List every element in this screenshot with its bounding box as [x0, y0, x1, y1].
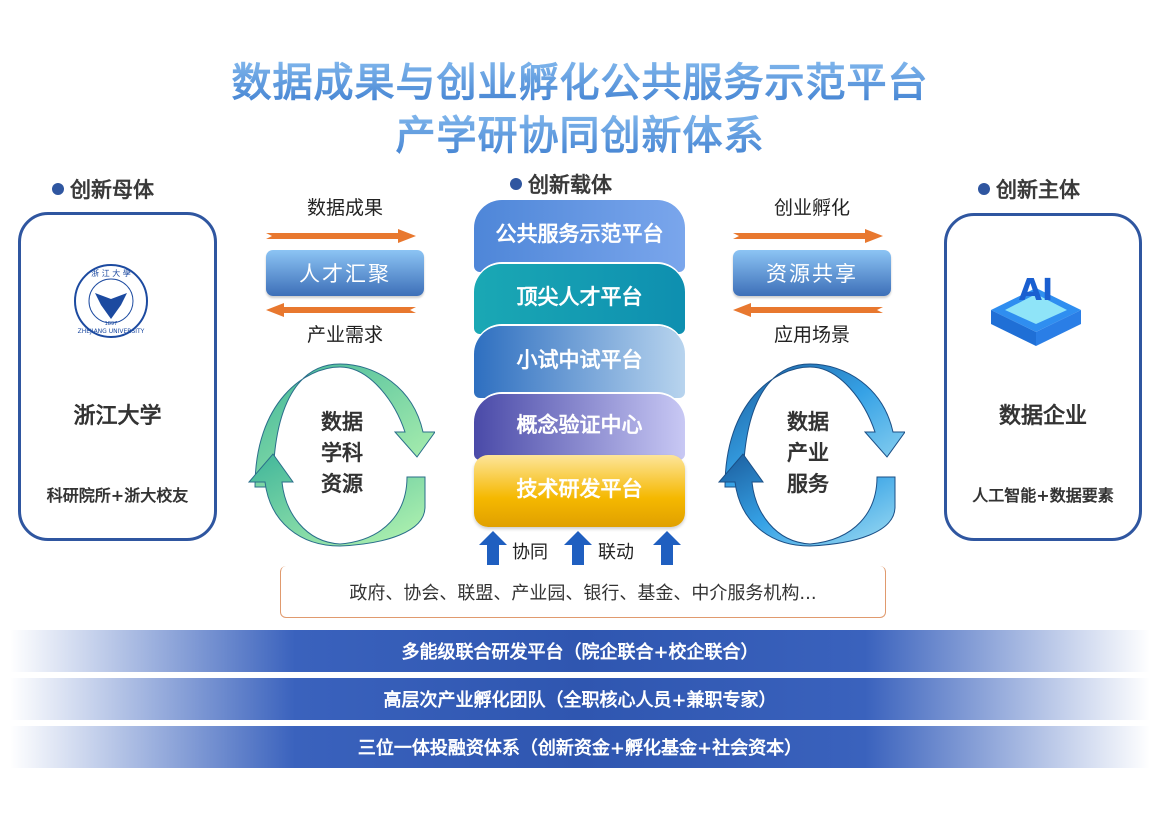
band-financing-system: 三位一体投融资体系（创新资金+孵化基金+社会资本） [10, 726, 1150, 768]
cycle-line: 学科 [321, 441, 363, 465]
cycle-line: 数据 [321, 410, 363, 434]
section-label-text: 创新主体 [996, 178, 1080, 202]
band-incubation-team: 高层次产业孵化团队（全职核心人员+兼职专家） [10, 678, 1150, 720]
section-label-center: 创新载体 [510, 169, 612, 199]
arrow-left-icon [733, 303, 883, 317]
bullet-icon [52, 183, 64, 195]
caption-industry-demand: 产业需求 [306, 324, 383, 346]
cycle-arrows-blue-icon [717, 363, 905, 547]
resource-sharing-pill: 资源共享 [733, 250, 891, 296]
arrow-right-icon [266, 229, 416, 243]
innovation-subject-box: AI 数据企业 人工智能+数据要素 [944, 213, 1142, 541]
arrow-up-icon [479, 531, 507, 565]
ai-chip-icon: AI [991, 273, 1081, 346]
university-subtitle: 科研院所+浙大校友 [46, 486, 189, 505]
arrow-up-icon [564, 531, 592, 565]
layer-proof-of-concept: 概念验证中心 [474, 394, 685, 460]
caption-application: 应用场景 [773, 324, 850, 346]
layer-public-service: 公共服务示范平台 [474, 200, 685, 272]
cycle-arrows-green-icon [247, 363, 435, 547]
section-label-left: 创新母体 [52, 174, 154, 204]
enterprise-name: 数据企业 [998, 404, 1087, 429]
university-name: 浙江大学 [73, 404, 162, 429]
band-rd-platform: 多能级联合研发平台（院企联合+校企联合） [10, 630, 1150, 672]
cycle-line: 服务 [787, 472, 829, 496]
svg-text:浙 江 大 學: 浙 江 大 學 [91, 268, 131, 278]
cycle-line: 资源 [321, 472, 363, 496]
enterprise-subtitle: 人工智能+数据要素 [972, 486, 1114, 505]
bullet-icon [978, 183, 990, 195]
label-collaborate: 协同 [512, 542, 548, 563]
cycle-line: 数据 [787, 410, 829, 434]
page-title: 数据成果与创业孵化公共服务示范平台 [0, 50, 1160, 108]
section-label-right: 创新主体 [978, 174, 1080, 204]
cycle-text-left: 数据 学科 资源 [312, 407, 372, 500]
page-subtitle: 产学研协同创新体系 [0, 103, 1160, 161]
bullet-icon [510, 178, 522, 190]
caption-incubation: 创业孵化 [773, 197, 850, 219]
layer-tech-rd: 技术研发平台 [474, 455, 685, 527]
layer-pilot-test: 小试中试平台 [474, 326, 685, 398]
arrow-left-icon [266, 303, 416, 317]
label-linkage: 联动 [598, 542, 634, 563]
cycle-text-right: 数据 产业 服务 [778, 407, 838, 500]
svg-text:ZHEJIANG UNIVERSITY: ZHEJIANG UNIVERSITY [78, 328, 145, 335]
arrow-up-icon [653, 531, 681, 565]
layer-top-talent: 顶尖人才平台 [474, 264, 685, 334]
zju-logo-icon: 浙 江 大 學 ZHEJIANG UNIVERSITY 1897 [74, 264, 148, 338]
ai-icon-text: AI [1019, 273, 1053, 308]
arrow-right-icon [733, 229, 883, 243]
svg-text:1897: 1897 [105, 321, 118, 327]
section-label-text: 创新载体 [528, 173, 612, 197]
caption-data-results: 数据成果 [306, 197, 383, 219]
section-label-text: 创新母体 [70, 178, 154, 202]
partners-box: 政府、协会、联盟、产业园、银行、基金、中介服务机构... [280, 566, 886, 618]
talent-gathering-pill: 人才汇聚 [266, 250, 424, 296]
innovation-parent-box: 浙 江 大 學 ZHEJIANG UNIVERSITY 1897 浙江大学 科研… [18, 212, 217, 541]
cycle-line: 产业 [787, 441, 829, 465]
